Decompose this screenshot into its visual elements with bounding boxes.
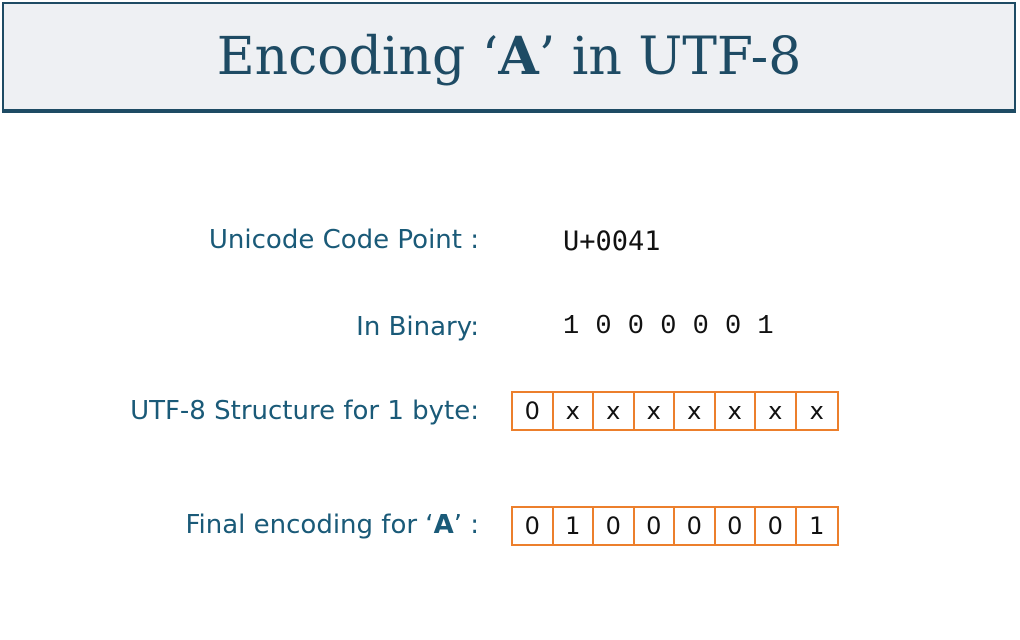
final-label-prefix: Final encoding for ‘ (185, 510, 434, 540)
final-bit-7: 1 (809, 512, 825, 540)
final-bit-row: 0 1 0 0 0 0 0 1 (511, 506, 839, 546)
structure-bit-5: x (716, 393, 756, 429)
title-bar: Encoding ‘A’ in UTF-8 (2, 2, 1016, 113)
code-point-label: Unicode Code Point : (208, 225, 479, 255)
title-letter: A (498, 26, 539, 87)
code-point-value: U+0041 (563, 226, 661, 257)
final-bit-5: 0 (716, 508, 756, 544)
final-bit-6: 0 (756, 508, 797, 544)
page-title: Encoding ‘A’ in UTF-8 (4, 26, 1014, 87)
final-label-suffix: ’ : (453, 510, 479, 540)
structure-bit-7: x (809, 397, 824, 425)
structure-bit-4: x (675, 393, 716, 429)
final-label: Final encoding for ‘A’ : (185, 510, 479, 540)
structure-bit-row: 0 x x x x x x x (511, 391, 839, 431)
final-label-letter: A (433, 510, 454, 540)
structure-bit-6: x (756, 393, 797, 429)
structure-bit-0: 0 (513, 393, 554, 429)
structure-bit-1: x (554, 393, 594, 429)
title-suffix: in UTF-8 (555, 27, 802, 87)
final-bit-4: 0 (675, 508, 716, 544)
final-bit-2: 0 (594, 508, 635, 544)
final-bit-3: 0 (635, 508, 675, 544)
structure-bit-2: x (594, 393, 635, 429)
title-close-quote: ’ (538, 27, 556, 87)
final-bit-0: 0 (513, 508, 554, 544)
structure-label: UTF-8 Structure for 1 byte: (130, 396, 479, 426)
title-open-quote: ‘ (481, 27, 499, 87)
final-bit-1: 1 (554, 508, 594, 544)
title-prefix: Encoding (216, 27, 482, 87)
structure-bit-3: x (635, 393, 675, 429)
binary-value: 1 0 0 0 0 0 1 (563, 312, 774, 342)
binary-label: In Binary: (356, 312, 479, 342)
